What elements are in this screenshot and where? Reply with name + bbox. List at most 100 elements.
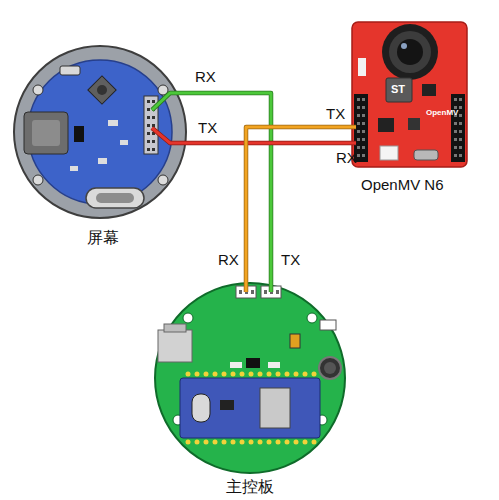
- drawing-part: [276, 290, 279, 294]
- drawing-part: [303, 372, 308, 377]
- board-silkscreen: OpenMV: [426, 107, 458, 118]
- drawing-part: [195, 372, 200, 377]
- signal-wire: [152, 93, 271, 292]
- drawing-part: [158, 175, 168, 185]
- drawing-part: [152, 100, 155, 103]
- drawing-part: [362, 106, 365, 109]
- drawing-part: [230, 362, 242, 368]
- drawing-part: [70, 166, 78, 171]
- drawing-part: [290, 334, 300, 348]
- drawing-part: [459, 106, 462, 109]
- drawing-part: [220, 400, 234, 410]
- drawing-part: [459, 154, 462, 157]
- pin-label: TX: [281, 251, 300, 269]
- drawing-part: [240, 372, 245, 377]
- drawing-part: [459, 138, 462, 141]
- drawing-part: [98, 158, 107, 164]
- drawing-part: [267, 440, 272, 445]
- drawing-part: [240, 440, 245, 445]
- drawing-part: [251, 290, 254, 294]
- drawing-part: [144, 96, 158, 154]
- pin-label: RX: [195, 68, 216, 86]
- drawing-part: [222, 372, 227, 377]
- drawing-part: [454, 138, 457, 141]
- drawing-part: [236, 286, 256, 298]
- drawing-part: [380, 146, 398, 160]
- drawing-part: [362, 130, 365, 133]
- wire-outline: [246, 127, 356, 292]
- drawing-part: [378, 118, 394, 132]
- drawing-part: [33, 85, 43, 95]
- chip-marking: ST: [391, 82, 405, 96]
- drawing-part: [195, 440, 200, 445]
- drawing-part: [268, 362, 280, 368]
- drawing-part: [258, 440, 263, 445]
- drawing-part: [454, 122, 457, 125]
- drawing-part: [454, 98, 457, 101]
- drawing-part: [408, 118, 420, 130]
- screen-node: 屏幕: [8, 40, 198, 255]
- drawing-part: [258, 372, 263, 377]
- node-title: 屏幕: [87, 228, 119, 248]
- drawing-part: [357, 98, 360, 101]
- drawing-part: [246, 358, 260, 368]
- drawing-part: [147, 108, 150, 111]
- wire-line: [246, 127, 356, 292]
- drawing-part: [260, 388, 290, 428]
- drawing-part: [213, 372, 218, 377]
- drawing-part: [180, 378, 320, 438]
- drawing-part: [294, 372, 299, 377]
- drawing-part: [147, 100, 155, 151]
- drawing-part: [14, 46, 186, 218]
- drawing-part: [28, 60, 172, 204]
- drawing-part: [204, 440, 209, 445]
- drawing-part: [147, 100, 150, 103]
- pin-label: RX: [218, 251, 239, 269]
- drawing-part: [24, 112, 68, 154]
- drawing-part: [261, 286, 281, 298]
- drawing-part: [245, 290, 248, 294]
- drawing-part: [454, 146, 457, 149]
- drawing-part: [186, 440, 191, 445]
- wire-line: [152, 93, 271, 292]
- drawing-part: [459, 98, 462, 101]
- wire-line: [152, 128, 356, 143]
- drawing-part: [96, 193, 134, 203]
- drawing-part: [249, 372, 254, 377]
- drawing-part: [152, 132, 155, 135]
- drawing-part: [389, 31, 431, 73]
- drawing-part: [459, 114, 462, 117]
- drawing-part: [324, 362, 336, 374]
- drawing-part: [357, 106, 360, 109]
- screen-board: [8, 40, 198, 226]
- drawing-part: [357, 154, 360, 157]
- drawing-part: [307, 313, 317, 323]
- drawing-part: [213, 440, 218, 445]
- drawing-part: [192, 394, 210, 422]
- drawing-part: [74, 126, 84, 142]
- drawing-part: [451, 94, 465, 162]
- drawing-part: [120, 140, 128, 145]
- drawing-part: [357, 138, 360, 141]
- drawing-part: [147, 148, 150, 151]
- drawing-part: [147, 116, 150, 119]
- pin-label: TX: [198, 119, 217, 137]
- main-board: [150, 270, 350, 478]
- drawing-part: [231, 440, 236, 445]
- pin-label: RX: [336, 149, 357, 167]
- drawing-part: [422, 84, 436, 96]
- drawing-part: [454, 154, 457, 157]
- drawing-part: [158, 85, 168, 95]
- drawing-part: [454, 130, 457, 133]
- drawing-part: [60, 66, 80, 75]
- drawing-part: [86, 188, 144, 208]
- drawing-part: [239, 290, 242, 294]
- drawing-part: [264, 290, 267, 294]
- signal-wire: [246, 127, 356, 292]
- drawing-part: [32, 120, 60, 146]
- drawing-part: [270, 290, 273, 294]
- signal-wire: [152, 128, 356, 143]
- drawing-part: [108, 120, 118, 126]
- drawing-part: [357, 130, 360, 133]
